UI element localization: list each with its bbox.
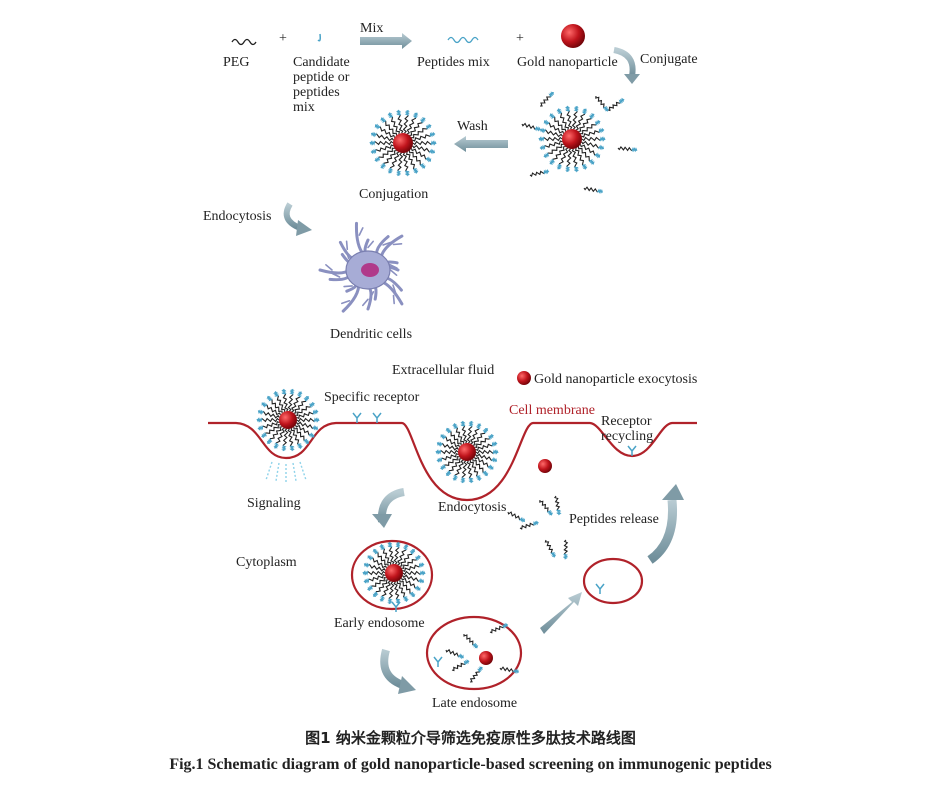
specific-receptor-icon: [352, 412, 637, 456]
peg-squiggle: [231, 38, 257, 46]
nanoparticle-endocytosis: [435, 420, 499, 484]
late-endosome-gold-nanoparticle: [479, 651, 493, 665]
peptides-mix-label: Peptides mix: [417, 55, 490, 70]
extracellular-fluid-label: Extracellular fluid: [392, 363, 495, 378]
conjugated-nanoparticle-clean: [369, 109, 437, 177]
candidate-peptide-icon: [317, 33, 321, 42]
conjugate-arrowhead: [624, 74, 640, 84]
receptor-recycling-label: Receptor recycling: [601, 414, 654, 444]
peg-label: PEG: [223, 55, 250, 70]
released-gold-nanoparticle: [538, 459, 552, 473]
exocytosis-gold-nanoparticle: [517, 371, 531, 385]
conjugation-label: Conjugation: [359, 187, 429, 202]
wash-arrow: [454, 136, 508, 152]
early-endosome-label: Early endosome: [334, 616, 425, 631]
early-endosome-membrane: [350, 539, 434, 611]
conjugate-curved-arrow: [613, 47, 636, 77]
recycling-vesicle-membrane: [582, 557, 644, 605]
conjugated-nanoparticle-unwashed: [538, 105, 606, 173]
cytoplasm-label: Cytoplasm: [236, 555, 297, 570]
mix-arrow: [360, 33, 412, 49]
peptides-mix-squiggle: [447, 36, 479, 44]
specific-receptor-label: Specific receptor: [324, 390, 420, 405]
endocytosis-top-label: Endocytosis: [203, 209, 272, 224]
figure-caption-english: Fig.1 Schematic diagram of gold nanopart…: [169, 756, 772, 773]
late-endosome-label: Late endosome: [432, 696, 518, 711]
loose-peptide-chains: [445, 91, 638, 683]
recycling-arrowhead: [662, 484, 684, 500]
plus-sign-2: +: [516, 31, 524, 46]
cell-membrane-label: Cell membrane: [509, 403, 595, 418]
wash-label: Wash: [457, 119, 488, 134]
nanoparticle-on-receptor: [256, 388, 320, 452]
signaling-arrows: [265, 461, 307, 484]
late-endosome-membrane: [425, 615, 523, 691]
cytoplasm-arrowhead-2: [398, 676, 416, 694]
late-to-vesicle-arrow: [540, 592, 582, 634]
exocytosis-label: Gold nanoparticle exocytosis: [534, 372, 698, 387]
figure-caption-chinese: 图1 纳米金颗粒介导筛选免疫原性多肽技术路线图: [305, 729, 636, 747]
gold-nanoparticle-label: Gold nanoparticle: [517, 55, 618, 70]
endocytosis-arrowhead: [296, 220, 312, 236]
gold-nanoparticle-top: [561, 24, 585, 48]
recycling-arrow: [647, 499, 678, 564]
candidate-peptide-label: Candidate peptide or peptides mix: [293, 55, 350, 115]
dendritic-cells-label: Dendritic cells: [330, 327, 413, 342]
signaling-label: Signaling: [247, 496, 301, 511]
dendritic-cell: [318, 221, 404, 313]
peptides-release-label: Peptides release: [569, 512, 659, 527]
mix-label: Mix: [360, 21, 384, 36]
endocytosis-mid-label: Endocytosis: [438, 500, 507, 515]
nanoparticle-early-endosome: [362, 541, 426, 605]
plus-sign-1: +: [279, 31, 287, 46]
conjugate-label: Conjugate: [640, 52, 698, 67]
diagram-art: [208, 24, 697, 694]
endocytosis-curved-arrow: [283, 202, 302, 231]
cytoplasm-arrowhead-1: [372, 514, 392, 528]
